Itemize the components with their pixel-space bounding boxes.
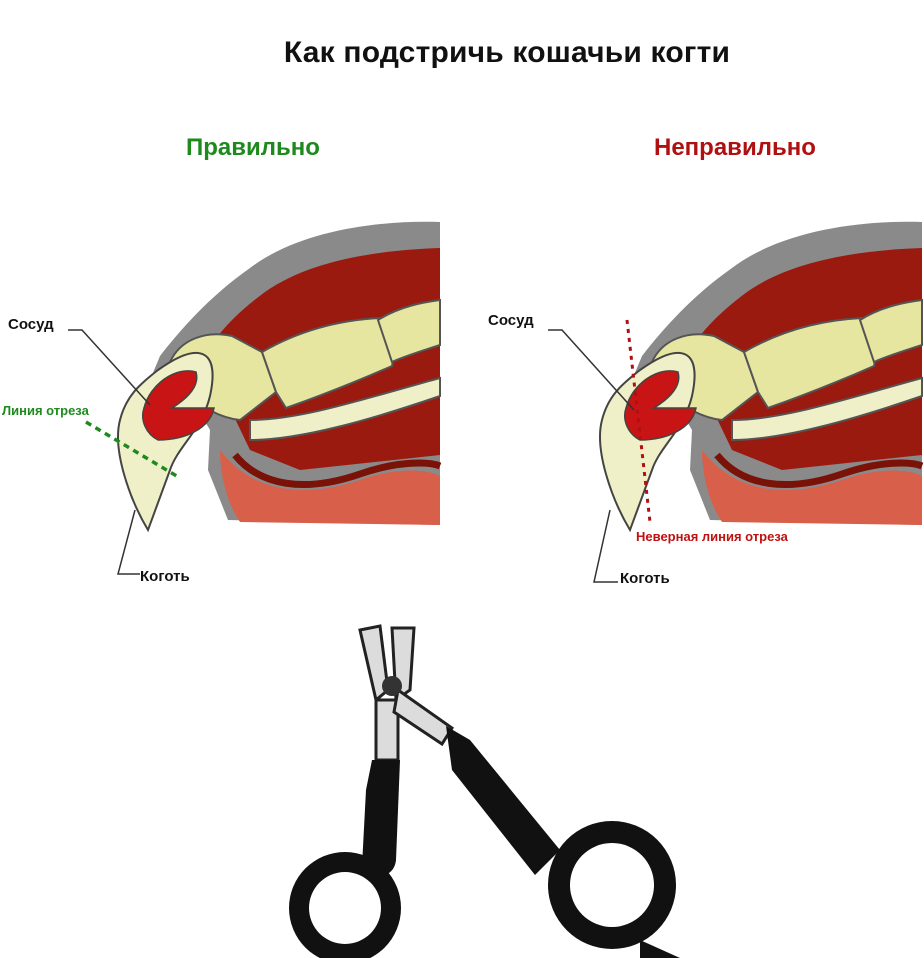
page-title: Как подстричь кошачьи когти <box>283 36 731 69</box>
wrong-cut-line-label: Неверная линия отреза <box>636 529 788 544</box>
correct-vessel-pointer <box>68 329 151 406</box>
correct-vessel-label: Сосуд <box>8 316 54 333</box>
nail-clipper-icon <box>289 624 680 958</box>
wrong-vessel-label: Сосуд <box>488 312 534 329</box>
wrong-paw-shape <box>600 222 922 530</box>
correct-claw-diagram <box>68 222 440 575</box>
correct-paw-shape <box>118 222 440 530</box>
wrong-claw-label: Коготь <box>620 570 670 587</box>
wrong-claw-pointer <box>593 509 618 583</box>
wrong-vessel-pointer <box>548 329 635 411</box>
wrong-cut-line <box>625 319 652 523</box>
correct-claw-pointer <box>117 509 140 575</box>
correct-claw-label: Коготь <box>140 568 190 585</box>
wrong-heading: Неправильно <box>654 134 816 161</box>
correct-cut-line-label: Линия отреза <box>2 403 89 418</box>
correct-heading: Правильно <box>186 134 320 161</box>
correct-cut-line <box>85 420 181 480</box>
wrong-claw-diagram <box>548 222 922 583</box>
